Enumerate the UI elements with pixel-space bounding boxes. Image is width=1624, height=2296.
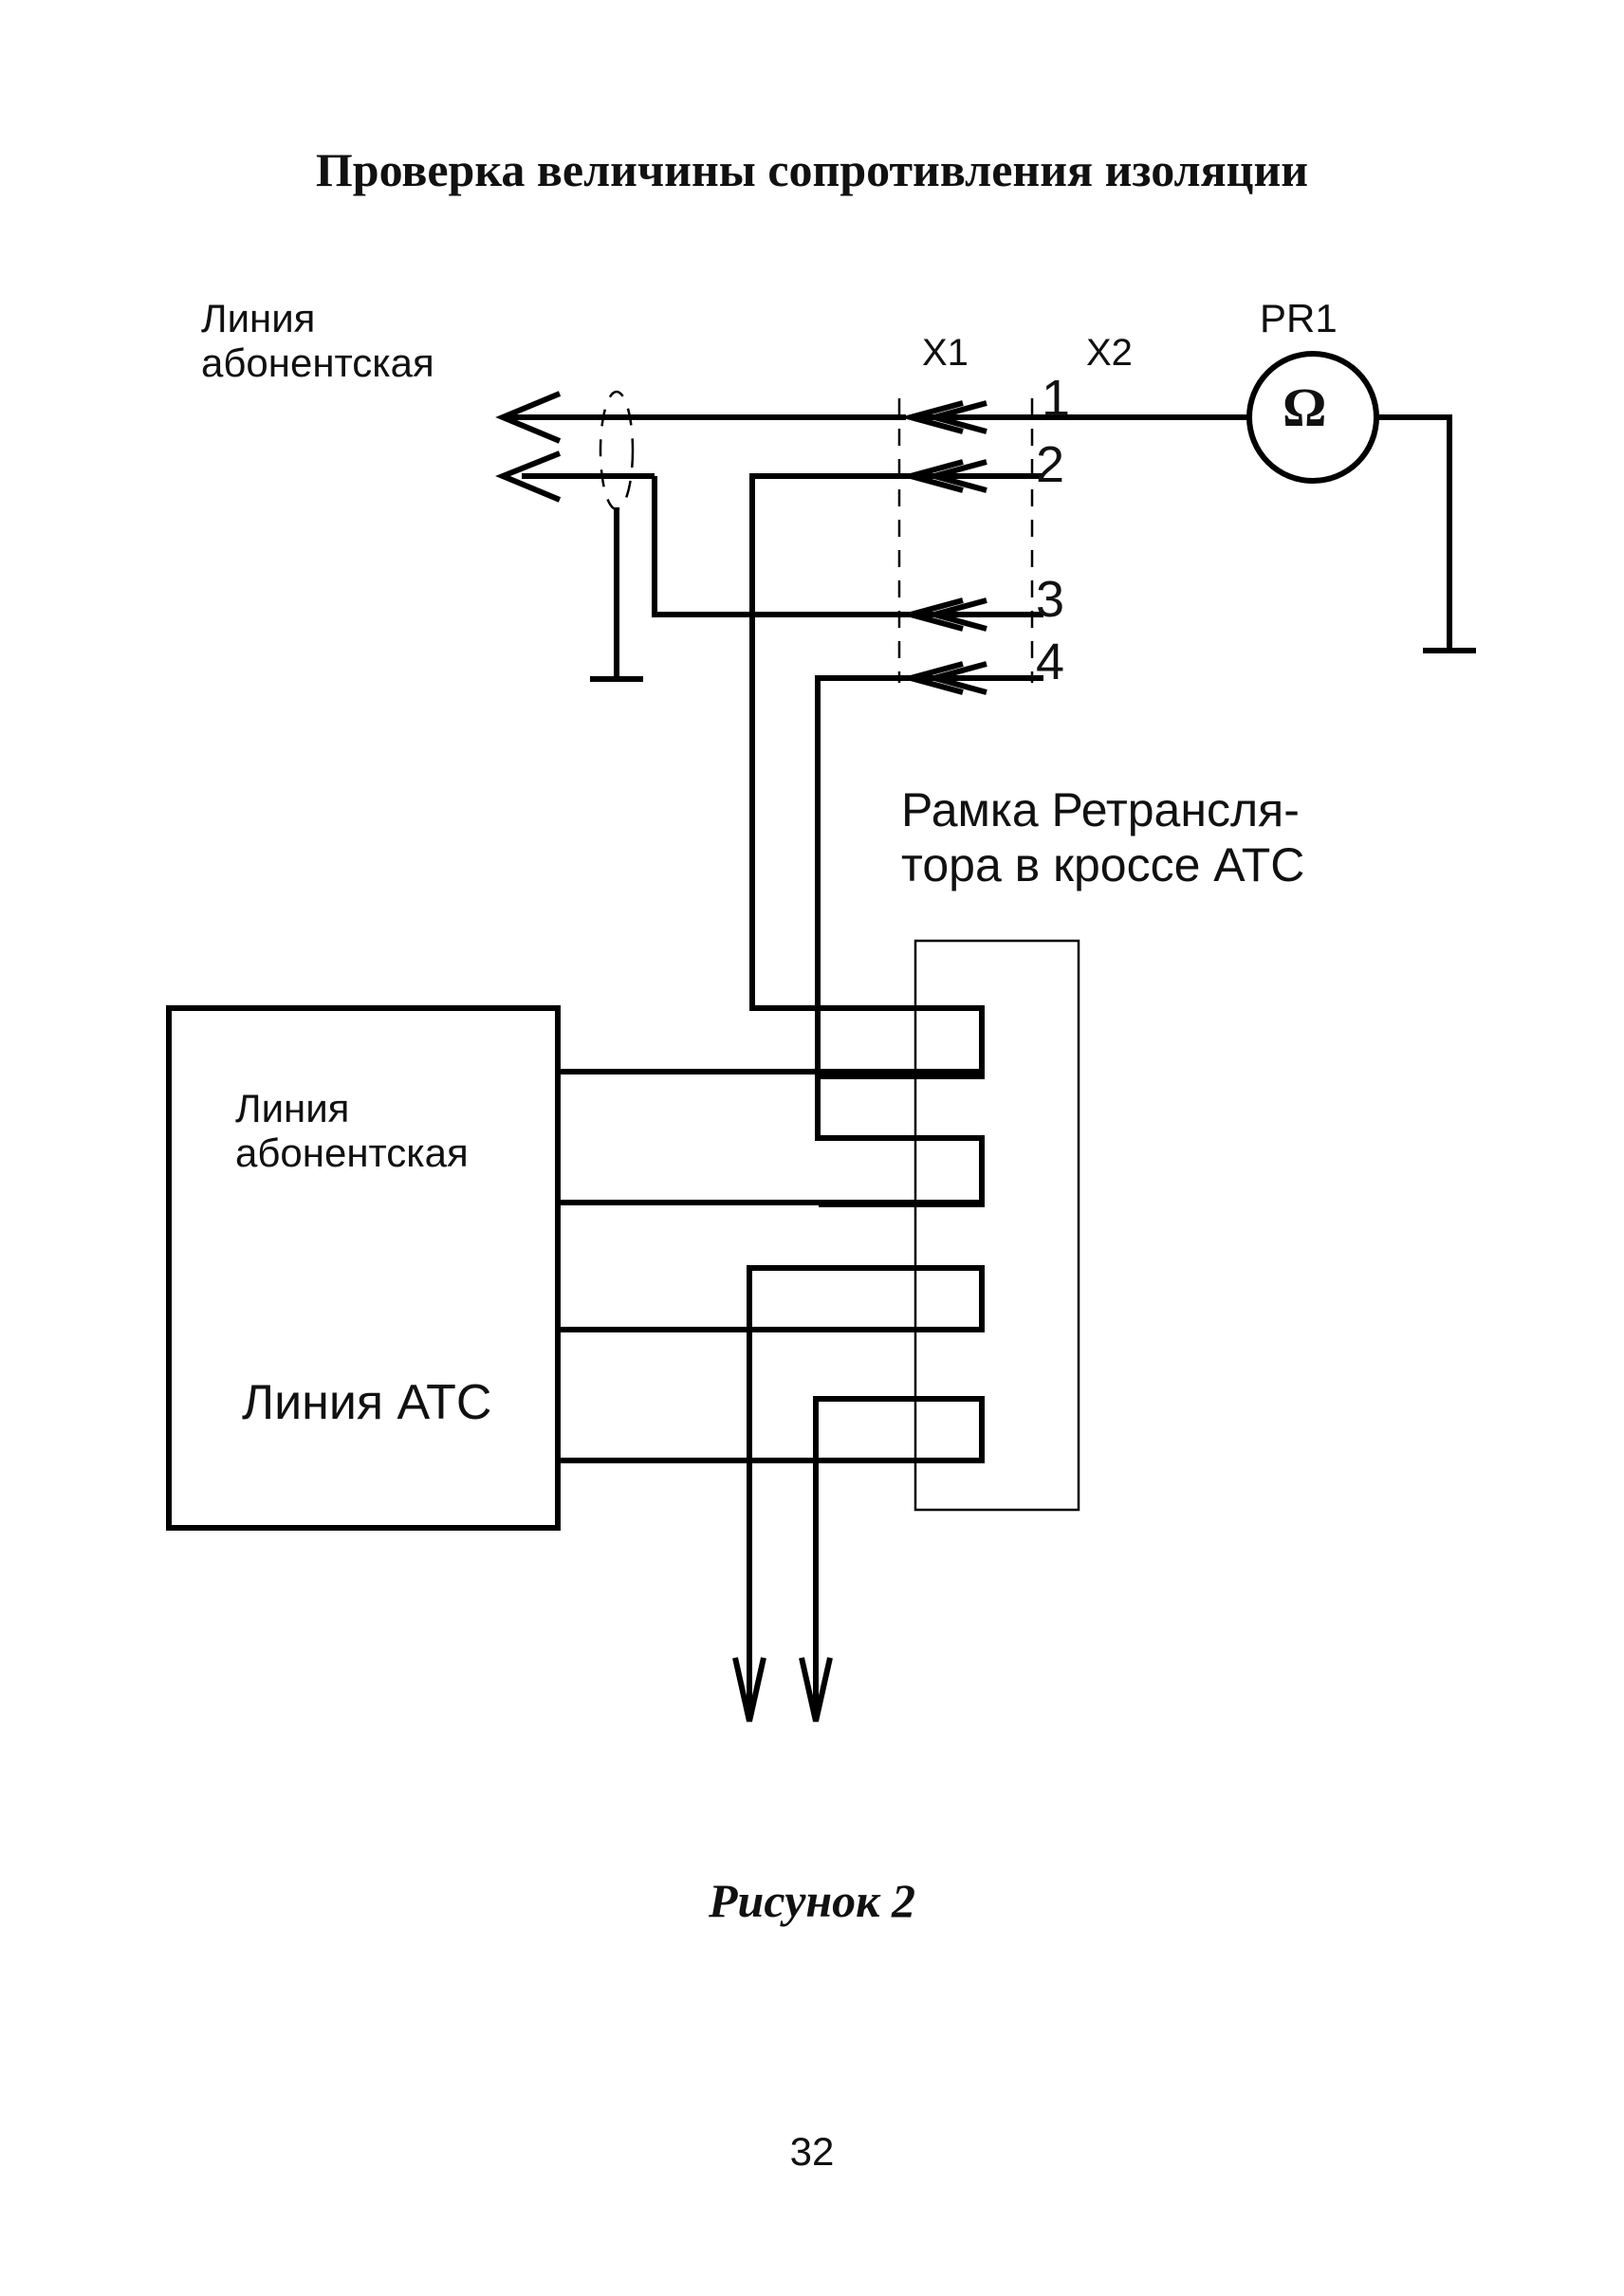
label-box-ats-line: Линия АТС bbox=[242, 1375, 492, 1430]
label-x2: X2 bbox=[1086, 332, 1133, 374]
label-x1: X1 bbox=[922, 332, 969, 374]
subscriber-line-wires bbox=[495, 391, 1020, 617]
pin-label-4: 4 bbox=[1036, 634, 1065, 690]
label-box-subscriber-line: Линия абонентская bbox=[235, 1086, 469, 1176]
pin-label-1: 1 bbox=[1042, 370, 1071, 427]
relay-frame bbox=[914, 939, 1080, 1512]
page-number: 32 bbox=[789, 2129, 835, 2174]
label-line-top: Линия абонентская bbox=[201, 296, 434, 386]
figure-caption: Рисунок 2 bbox=[709, 1874, 915, 1927]
box-wires bbox=[558, 1069, 985, 1722]
pin-label-3: 3 bbox=[1036, 571, 1065, 628]
pin-label-2: 2 bbox=[1036, 436, 1065, 493]
page-title: Проверка величины сопротивления изоляции bbox=[315, 143, 1309, 196]
ohmmeter-pr1 bbox=[1043, 351, 1476, 653]
ohm-symbol: Ω bbox=[1283, 377, 1327, 438]
line-box bbox=[166, 1005, 561, 1531]
label-pr1: PR1 bbox=[1260, 296, 1338, 340]
connector-pins bbox=[899, 400, 1043, 695]
connector-x1-x2 bbox=[897, 398, 1034, 683]
cable-screen bbox=[590, 390, 643, 682]
label-relay-frame: Рамка Ретрансля- тора в кроссе АТС bbox=[901, 783, 1305, 891]
